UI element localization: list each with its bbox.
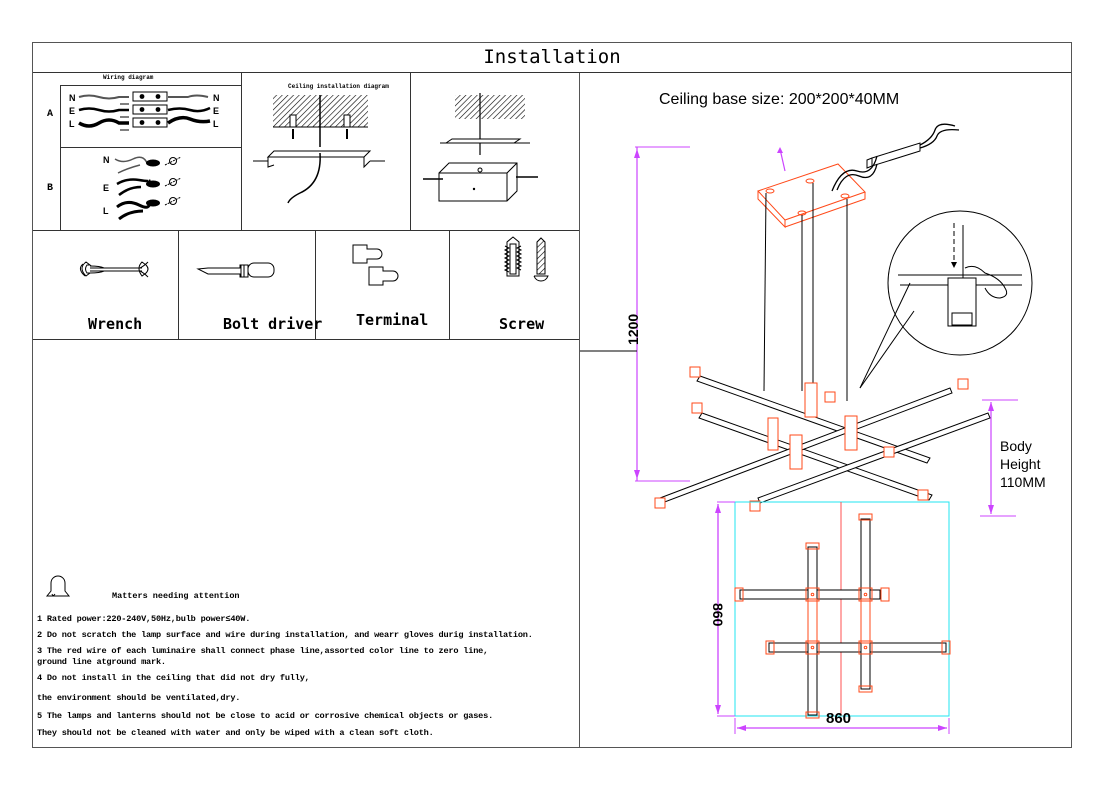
wrench-icon xyxy=(79,261,149,278)
plan-depth-label: 860 xyxy=(710,603,726,627)
wiring-box-b xyxy=(60,148,241,230)
svg-text:E: E xyxy=(103,183,109,193)
svg-text:L: L xyxy=(103,206,109,216)
cell-divider xyxy=(410,73,411,230)
svg-text:N: N xyxy=(213,93,220,103)
screwdriver-icon xyxy=(196,262,275,278)
ceiling-bracket-drawing xyxy=(253,95,385,204)
overall-height-label: 1200 xyxy=(625,314,641,345)
note-5: 5 The lamps and lanterns should not be c… xyxy=(37,711,494,721)
cell-divider xyxy=(241,73,242,230)
wiring-heading: Wiring diagram xyxy=(103,74,154,81)
cell-divider xyxy=(315,230,316,339)
body-height-line-1: Body xyxy=(1000,438,1032,454)
row-divider xyxy=(33,339,579,340)
body-height-line-3: 110MM xyxy=(1000,474,1046,490)
ceiling-base-size-label: Ceiling base size: 200*200*40MM xyxy=(659,91,900,108)
terminal-icon xyxy=(352,244,399,286)
wiring-a-drawing: N E L NEL xyxy=(69,91,220,131)
svg-text:N: N xyxy=(103,155,110,165)
row-divider xyxy=(33,230,579,231)
plan-width-label: 860 xyxy=(826,710,851,727)
wire-label-e: E xyxy=(69,106,75,116)
screw-icon xyxy=(503,236,549,282)
tool-label: Wrench xyxy=(88,315,143,333)
note-5-cont: They should not be cleaned with water an… xyxy=(37,728,434,738)
ceiling-heading: Ceiling installation diagram xyxy=(288,83,389,90)
tool-label: Bolt driver xyxy=(223,315,323,333)
note-4-cont: the environment should be ventilated,dry… xyxy=(37,693,241,703)
fixture-elevation-drawing: 1200 xyxy=(580,123,1046,517)
svg-text:L: L xyxy=(213,119,219,129)
body-height-line-2: Height xyxy=(1000,456,1041,472)
wiring-box-a xyxy=(60,85,241,148)
svg-text:E: E xyxy=(213,106,219,116)
note-2: 2 Do not scratch the lamp surface and wi… xyxy=(37,630,533,640)
note-3: 3 The red wire of each luminaire shall c… xyxy=(37,646,489,656)
row-label-a: A xyxy=(47,109,54,120)
cell-divider xyxy=(178,230,179,339)
tool-label: Screw xyxy=(499,315,545,333)
page-title: Installation xyxy=(33,43,1071,73)
note-4: 4 Do not install in the ceiling that did… xyxy=(37,673,310,683)
wiring-b-drawing: N E L xyxy=(103,155,182,221)
note-3-cont: ground line atground mark. xyxy=(37,657,166,667)
ceiling-base-drawing xyxy=(423,93,538,202)
cell-divider xyxy=(449,230,450,339)
bell-icon xyxy=(45,575,71,597)
wire-label-l: L xyxy=(69,119,75,129)
wire-label-n: N xyxy=(69,93,76,103)
fixture-plan-drawing: 860 860 xyxy=(710,501,951,734)
attention-heading: Matters needing attention xyxy=(112,591,240,601)
tool-label: Terminal xyxy=(356,311,429,329)
note-1: 1 Rated power:220-240V,50Hz,bulb power≤4… xyxy=(37,614,251,624)
column-divider xyxy=(579,73,580,747)
row-label-b: B xyxy=(47,183,54,194)
